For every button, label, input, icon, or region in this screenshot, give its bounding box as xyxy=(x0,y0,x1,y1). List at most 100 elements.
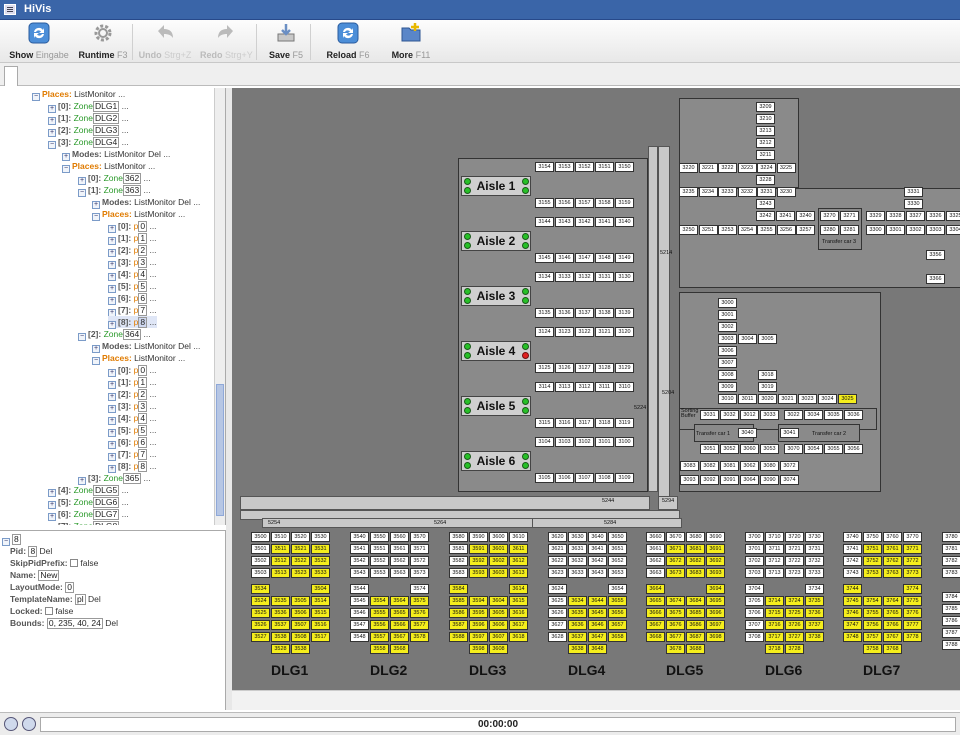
location-cell[interactable]: 3695 xyxy=(706,596,725,606)
location-cell[interactable]: 3553 xyxy=(370,568,389,578)
tree-node-places[interactable]: −Places: ListMonitor ... xyxy=(92,352,185,365)
location-cell[interactable]: 3728 xyxy=(785,644,804,654)
value-box[interactable]: DLG5 xyxy=(92,485,120,496)
location-cell[interactable]: 3731 xyxy=(805,544,824,554)
location-cell[interactable]: 3212 xyxy=(756,138,775,148)
value-box[interactable]: 0 xyxy=(138,221,148,232)
location-cell[interactable]: 3136 xyxy=(555,308,574,318)
location-cell[interactable]: 3083 xyxy=(680,461,699,471)
location-cell[interactable]: 3733 xyxy=(805,568,824,578)
location-cell[interactable]: 3601 xyxy=(489,544,508,554)
location-cell[interactable]: 3072 xyxy=(780,461,799,471)
location-cell[interactable]: 3151 xyxy=(595,162,614,172)
location-cell[interactable]: 3686 xyxy=(686,620,705,630)
location-cell[interactable]: 3544 xyxy=(350,584,369,594)
more-button[interactable]: ... xyxy=(143,473,151,483)
location-cell[interactable]: 3548 xyxy=(350,632,369,642)
expand-toggle-icon[interactable]: + xyxy=(92,201,100,209)
location-cell[interactable]: 3271 xyxy=(840,211,859,221)
more-button[interactable]: ... xyxy=(149,401,157,411)
location-cell[interactable]: 3108 xyxy=(595,473,614,483)
location-cell[interactable]: 3139 xyxy=(615,308,634,318)
location-cell[interactable]: 3725 xyxy=(785,608,804,618)
expand-toggle-icon[interactable]: + xyxy=(108,321,116,329)
location-cell[interactable]: 3782 xyxy=(942,556,960,566)
expand-toggle-icon[interactable]: + xyxy=(108,429,116,437)
location-cell[interactable]: 3770 xyxy=(903,532,922,542)
value-box[interactable]: 2 xyxy=(138,245,148,256)
value-box[interactable]: 2 xyxy=(138,389,148,400)
more-button[interactable]: ... xyxy=(149,233,157,243)
expand-toggle-icon[interactable]: + xyxy=(108,237,116,245)
location-cell[interactable]: 3530 xyxy=(311,532,330,542)
location-cell[interactable]: 3526 xyxy=(251,620,270,630)
location-cell[interactable]: 3720 xyxy=(785,532,804,542)
value-box[interactable]: DLG8 xyxy=(92,521,120,525)
location-cell[interactable]: 3563 xyxy=(390,568,409,578)
expand-toggle-icon[interactable]: + xyxy=(108,261,116,269)
location-cell[interactable]: 3600 xyxy=(489,532,508,542)
location-cell[interactable]: 3129 xyxy=(615,363,634,373)
location-cell[interactable]: 3593 xyxy=(469,568,488,578)
location-cell[interactable]: 3257 xyxy=(796,225,815,235)
location-cell[interactable]: 3732 xyxy=(805,556,824,566)
location-cell[interactable]: 3523 xyxy=(291,568,310,578)
location-cell[interactable]: 3002 xyxy=(718,322,737,332)
aisle-1[interactable]: Aisle 1 xyxy=(461,176,531,196)
location-cell[interactable]: 3703 xyxy=(745,568,764,578)
location-cell[interactable]: 3650 xyxy=(608,532,627,542)
location-cell[interactable]: 3607 xyxy=(489,632,508,642)
location-cell[interactable]: 3064 xyxy=(740,475,759,485)
expand-toggle-icon[interactable]: + xyxy=(48,117,56,125)
location-cell[interactable]: 3153 xyxy=(555,162,574,172)
location-cell[interactable]: 3774 xyxy=(903,584,922,594)
location-cell[interactable]: 3010 xyxy=(718,394,737,404)
location-cell[interactable]: 3150 xyxy=(615,162,634,172)
more-button[interactable]: ... xyxy=(121,101,129,111)
location-cell[interactable]: 3750 xyxy=(863,532,882,542)
value-box[interactable]: DLG6 xyxy=(92,497,120,508)
more-button[interactable]: ... xyxy=(149,317,157,327)
location-cell[interactable]: 3011 xyxy=(738,394,757,404)
expand-toggle-icon[interactable]: − xyxy=(48,141,56,149)
location-cell[interactable]: 3504 xyxy=(311,584,330,594)
location-cell[interactable]: 3775 xyxy=(903,596,922,606)
location-cell[interactable]: 3767 xyxy=(883,632,902,642)
expand-toggle-icon[interactable]: + xyxy=(108,285,116,293)
location-cell[interactable]: 3636 xyxy=(568,620,587,630)
more-button[interactable]: ... xyxy=(149,293,157,303)
location-cell[interactable]: 3630 xyxy=(568,532,587,542)
more-button[interactable]: ... xyxy=(149,269,157,279)
location-cell[interactable]: 3522 xyxy=(291,556,310,566)
location-cell[interactable]: 3724 xyxy=(785,596,804,606)
value-box[interactable]: 6 xyxy=(138,437,148,448)
location-cell[interactable]: 3715 xyxy=(765,608,784,618)
location-cell[interactable]: 3034 xyxy=(804,410,823,420)
location-cell[interactable]: 3052 xyxy=(720,444,739,454)
expand-toggle-icon[interactable]: + xyxy=(48,489,56,497)
location-cell[interactable]: 3758 xyxy=(863,644,882,654)
location-cell[interactable]: 3528 xyxy=(271,644,290,654)
property-value-field[interactable]: 8 xyxy=(28,546,38,557)
location-cell[interactable]: 3643 xyxy=(588,568,607,578)
document-tab[interactable] xyxy=(4,66,18,86)
location-cell[interactable]: 3126 xyxy=(555,363,574,373)
location-cell[interactable]: 3685 xyxy=(686,608,705,618)
location-cell[interactable]: 3785 xyxy=(942,604,960,614)
value-box[interactable]: 8 xyxy=(138,317,148,328)
tree-node-zone[interactable]: +[7]: ZoneDLG8 ... xyxy=(48,520,129,525)
location-cell[interactable]: 3701 xyxy=(745,544,764,554)
location-cell[interactable]: 3562 xyxy=(390,556,409,566)
aisle-4[interactable]: Aisle 4 xyxy=(461,341,531,361)
value-box[interactable]: 1 xyxy=(138,233,148,244)
location-cell[interactable]: 3765 xyxy=(883,608,902,618)
location-cell[interactable]: 3616 xyxy=(509,608,528,618)
location-cell[interactable]: 3104 xyxy=(535,437,554,447)
